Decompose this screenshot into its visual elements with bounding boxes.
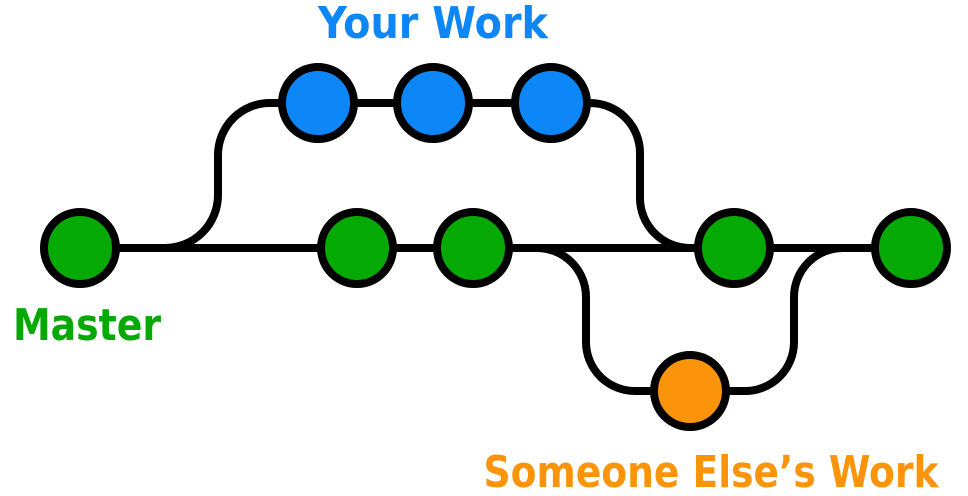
master-label: Master — [13, 300, 161, 351]
your-work-label: Your Work — [317, 0, 549, 49]
master-commit-node-5 — [871, 208, 951, 288]
master-commit-node-1 — [40, 208, 120, 288]
master-commit-node-2 — [317, 208, 397, 288]
master-commit-node-3 — [433, 208, 513, 288]
your-work-commit-node-1 — [278, 63, 358, 143]
someone-elses-work-commit-node — [650, 351, 730, 431]
someone-elses-work-label: Someone Else’s Work — [484, 447, 940, 496]
your-work-commit-node-3 — [511, 63, 591, 143]
master-commit-node-4 — [694, 208, 774, 288]
your-work-commit-node-2 — [393, 63, 473, 143]
